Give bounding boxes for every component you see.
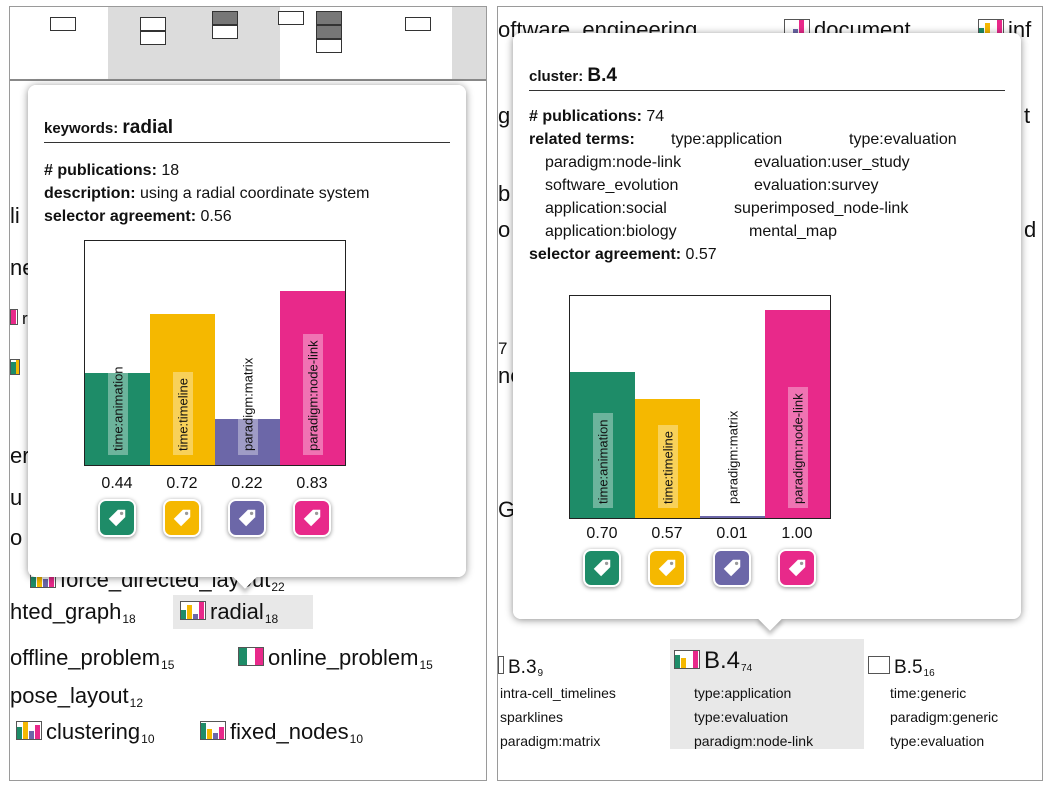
related-term: superimposed_node-link	[734, 200, 909, 217]
bg-fragment: er	[10, 443, 30, 468]
bar-time-timeline	[635, 399, 700, 518]
bar-value-label: 0.72	[166, 475, 198, 492]
bar-label: paradigm:matrix	[723, 404, 743, 508]
bar-label: time:animation	[108, 360, 128, 455]
cluster-term: paradigm:matrix	[500, 733, 601, 749]
bar-value-label: 0.01	[716, 525, 748, 542]
bg-fragment: r	[10, 309, 28, 329]
tag-button-paradigm-node-link[interactable]	[293, 499, 331, 537]
cluster-term: type:application	[694, 685, 792, 701]
bg-fragment: G	[498, 497, 516, 522]
bar-value-label: 0.22	[231, 475, 263, 492]
tag-icon	[721, 557, 743, 579]
keyword-online-problem[interactable]: online_problem15	[238, 645, 433, 672]
bar-value-label: 0.57	[651, 525, 683, 542]
bg-fragment: li	[10, 203, 20, 228]
cluster-b3-header[interactable]: B.39	[498, 655, 543, 679]
right-panel: oftware_engineering document inf g b o 7…	[497, 6, 1043, 781]
cluster-term: paradigm:node-link	[694, 733, 814, 749]
related-term: paradigm:node-link	[545, 154, 682, 171]
cluster-term: time:generic	[890, 685, 967, 701]
keyword-offline-problem[interactable]: offline_problem15	[10, 645, 175, 672]
bar-value-label: 1.00	[781, 525, 813, 542]
cluster-b5-header[interactable]: B.516	[868, 655, 935, 679]
bar-time-animation	[570, 372, 635, 518]
keyword-fixed-nodes[interactable]: fixed_nodes10	[200, 719, 363, 746]
tag-button-time-timeline[interactable]	[648, 549, 686, 587]
selector-agreement-chart: time:animation time:timeline paradigm:matr…	[84, 240, 346, 466]
bar-time-timeline	[150, 314, 215, 465]
tag-button-time-timeline[interactable]	[163, 499, 201, 537]
tooltip-title: cluster: B.4	[529, 65, 1005, 91]
related-term: evaluation:survey	[754, 177, 879, 194]
tag-icon	[301, 507, 323, 529]
chart-values-row: 0.44 0.72 0.22 0.83	[84, 475, 346, 565]
bg-fragment: o	[10, 525, 23, 550]
cluster-term: paradigm:generic	[890, 709, 999, 725]
tag-button-time-animation[interactable]	[583, 549, 621, 587]
tag-icon	[591, 557, 613, 579]
tag-icon	[171, 507, 193, 529]
bar-paradigm-matrix	[215, 419, 280, 465]
bar-value-label: 0.83	[296, 475, 328, 492]
related-term: application:biology	[545, 223, 677, 240]
left-panel: li ne r er u o force_directed_layout22 h…	[9, 6, 487, 781]
tag-button-paradigm-node-link[interactable]	[778, 549, 816, 587]
bar-paradigm-node-link	[280, 291, 345, 465]
bg-fragment: 7	[498, 339, 508, 358]
bg-fragment: b	[498, 181, 511, 206]
tag-icon	[106, 507, 128, 529]
bar-label: time:timeline	[658, 425, 678, 508]
keyword-radial[interactable]: radial18	[180, 599, 278, 626]
related-term: mental_map	[749, 223, 838, 240]
keyword-tooltip: keywords: radial # publications: 18 desc…	[28, 85, 466, 589]
related-term: type:evaluation	[849, 131, 957, 148]
cluster-b4-header[interactable]: B.474	[674, 647, 752, 675]
bg-fragment: t	[1024, 103, 1031, 128]
cluster-term: intra-cell_timelines	[500, 685, 616, 701]
bg-fragment: u	[10, 485, 23, 510]
tooltip-details: # publications: 18 description: using a …	[44, 162, 370, 225]
bg-fragment: g	[498, 103, 511, 128]
tag-button-time-animation[interactable]	[98, 499, 136, 537]
bar-label: time:animation	[593, 413, 613, 508]
bar-label: paradigm:node-link	[303, 334, 323, 455]
tooltip-title: keywords: radial	[44, 117, 450, 143]
related-term: type:application	[671, 131, 783, 148]
keyword-grid-strip	[10, 7, 486, 79]
selected-cluster-highlight	[670, 639, 864, 749]
cluster-term: type:evaluation	[694, 709, 789, 725]
related-term: software_evolution	[545, 177, 679, 194]
keyword-compose-layout[interactable]: pose_layout12	[10, 683, 144, 710]
bar-paradigm-node-link	[765, 310, 830, 518]
bar-value-label: 0.44	[101, 475, 133, 492]
tooltip-details: # publications: 74 related terms: type:a…	[529, 108, 957, 263]
bg-fragment: d	[1024, 217, 1037, 242]
tag-icon	[786, 557, 808, 579]
tag-button-paradigm-matrix[interactable]	[228, 499, 266, 537]
bar-paradigm-matrix	[700, 516, 765, 518]
chart-values-row: 0.70 0.57 0.01 1.00	[569, 525, 831, 615]
cluster-term: type:evaluation	[890, 733, 985, 749]
bar-label: time:timeline	[173, 372, 193, 455]
tag-icon	[656, 557, 678, 579]
bg-fragment	[10, 359, 24, 379]
keyword-weighted-graph[interactable]: hted_graph18	[10, 599, 136, 626]
bar-label: paradigm:node-link	[788, 387, 808, 508]
related-term: application:social	[545, 200, 667, 217]
cluster-term: sparklines	[500, 709, 564, 725]
cluster-tooltip: cluster: B.4 # publications: 74 related …	[513, 33, 1021, 631]
bar-value-label: 0.70	[586, 525, 618, 542]
keyword-clustering[interactable]: clustering10	[16, 719, 155, 746]
tag-button-paradigm-matrix[interactable]	[713, 549, 751, 587]
selector-agreement-chart: time:animation time:timeline paradigm:matr…	[569, 295, 831, 519]
bar-label: paradigm:matrix	[238, 351, 258, 455]
bg-fragment: o	[498, 217, 511, 242]
bar-time-animation	[85, 373, 150, 465]
tag-icon	[236, 507, 258, 529]
related-term: evaluation:user_study	[754, 154, 910, 171]
